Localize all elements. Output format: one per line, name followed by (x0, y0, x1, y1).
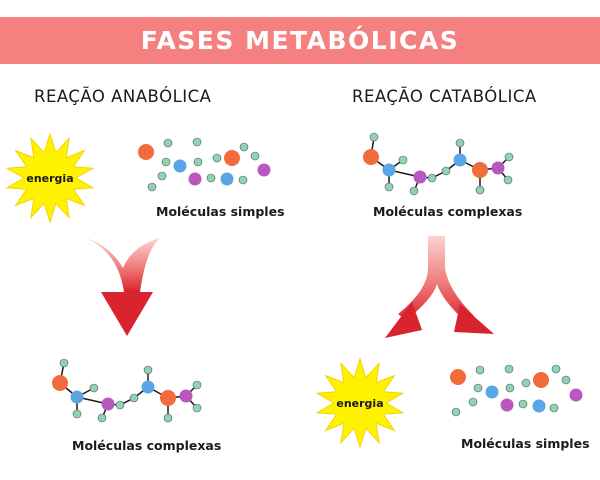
catabolic-input-caption: Moléculas complexas (373, 204, 523, 219)
atom-green (193, 157, 203, 167)
catabolic-simple-molecules (450, 364, 583, 417)
catabolic-output-caption: Moléculas simples (461, 436, 590, 451)
anabolic-complex-atoms (52, 358, 202, 423)
anabolic-output-caption: Moléculas complexas (72, 438, 222, 453)
atom-purple (257, 163, 271, 177)
page-title: FASES METABÓLICAS (140, 26, 460, 55)
catabolic-diverging-arrow (385, 236, 494, 338)
atom-orange (224, 150, 240, 166)
anabolic-energy-star (5, 132, 95, 224)
catabolic-complex-molecule (370, 136, 510, 192)
catabolic-title: REAÇÃO CATABÓLICA (352, 87, 537, 106)
anabolic-energy-label: energia (26, 172, 74, 185)
catabolic-energy-star (315, 357, 405, 449)
atom-green (192, 137, 202, 147)
atom-blue (173, 159, 187, 173)
atom-purple (188, 172, 202, 186)
atom-green (239, 142, 249, 152)
anabolic-title: REAÇÃO ANABÓLICA (34, 87, 212, 106)
anabolic-simple-molecules (138, 137, 271, 192)
catabolic-complex-atoms (363, 132, 514, 196)
atom-green (161, 157, 171, 167)
title-banner: FASES METABÓLICAS (0, 17, 600, 64)
anabolic-converging-arrow (86, 238, 160, 336)
atom-green (206, 173, 216, 183)
anabolic-input-caption: Moléculas simples (156, 204, 285, 219)
atom-green (163, 138, 173, 148)
atom-orange (138, 144, 154, 160)
catabolic-energy-label: energia (336, 397, 384, 410)
atom-green (238, 175, 248, 185)
atom-green (147, 182, 157, 192)
anabolic-complex-molecule (59, 362, 198, 419)
atom-blue (220, 172, 234, 186)
atom-green (157, 171, 167, 181)
atom-green (212, 153, 222, 163)
atom-green (250, 151, 260, 161)
